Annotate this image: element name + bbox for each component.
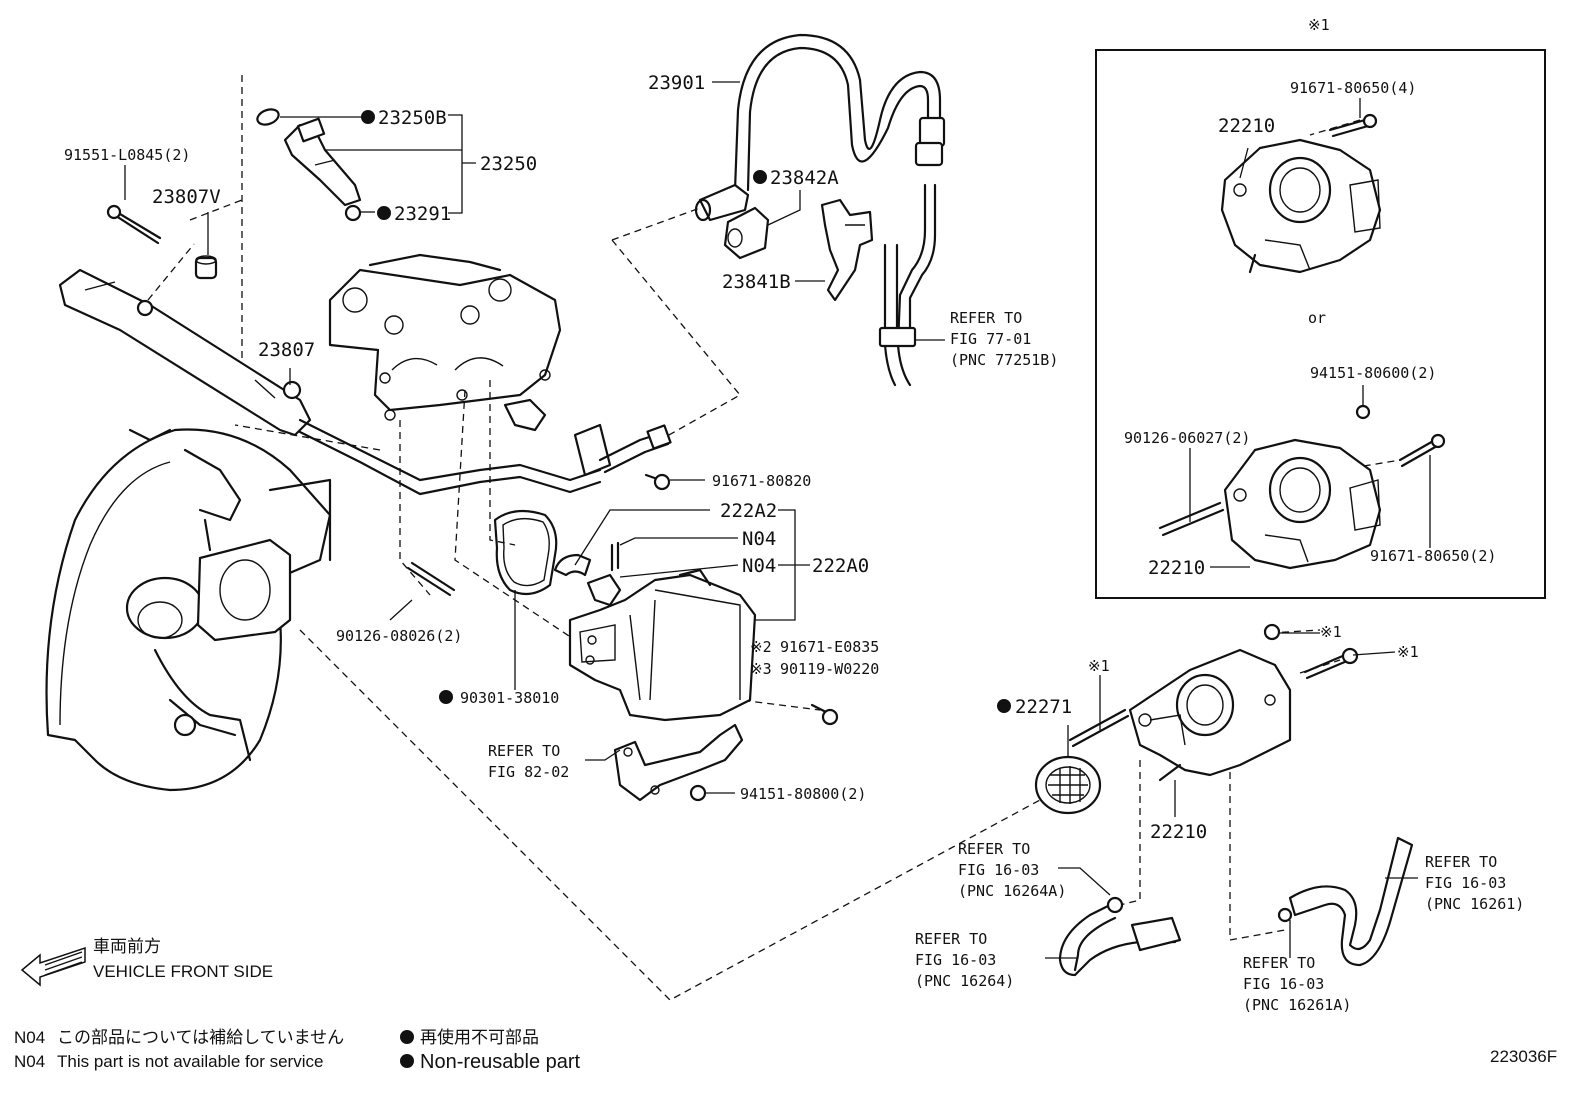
inset-label-22210-b: 22210 [1148,557,1205,579]
direction-jp: 車両前方 [93,937,161,956]
label-91671-E0835: 91671-E0835 [780,638,879,656]
label-22210-main: 22210 [1150,821,1207,843]
refer-16a-l1: REFER TO [958,840,1030,858]
label-222A2: 222A2 [720,500,777,522]
refer-16d-l3: (PNC 16261A) [1243,996,1351,1014]
non-reusable-dot-icon [361,110,375,124]
label-N04-a: N04 [742,528,776,550]
label-90119-W0220: 90119-W0220 [780,660,879,678]
cylinder-head-illustration [328,253,562,432]
legend: N04 この部品については補給していません N04 This part is n… [14,1027,581,1073]
refer-16c-l1: REFER TO [1425,853,1497,871]
refer-16d-l2: FIG 16-03 [1243,975,1324,993]
label-23842A: 23842A [770,167,839,189]
non-reusable-dot-icon [997,699,1011,713]
fuel-injector [256,108,362,222]
bolt-91551 [106,204,162,245]
marker-1-c: ※1 [1397,643,1419,661]
refer-77-l2: FIG 77-01 [950,330,1031,348]
label-23901: 23901 [648,72,705,94]
refer-16b-l1: REFER TO [915,930,987,948]
vacuum-pipes [878,183,937,387]
refer-16c-l3: (PNC 16261) [1425,895,1524,913]
inset-or: or [1308,309,1326,327]
throttle-body-lower [1068,623,1359,782]
part-labels: 23250B 23250 23291 91551-L0845(2) 23807V… [64,16,1419,843]
inset-labels: 91671-80650(4) 22210 or 94151-80600(2) 9… [1124,79,1496,579]
water-hoses-lower [1058,836,1414,977]
legend-n04-jp: この部品については補給していません [57,1028,344,1047]
label-94151-80800: 94151-80800(2) [740,785,866,803]
fuel-rail [58,268,672,496]
bracket-82-02 [613,723,744,802]
marker-2: ※2 [750,638,772,656]
label-23250: 23250 [480,153,537,175]
non-reusable-markers [361,110,1011,1068]
non-reusable-dot-icon [377,206,391,220]
non-reusable-dot-icon [439,690,453,704]
inset-label-22210-a: 22210 [1218,115,1275,137]
bracket-23841B [820,198,874,302]
label-N04-b: N04 [742,555,776,577]
gasket-22271 [1034,755,1102,815]
sensor-222A2 [553,541,622,607]
legend-dot-jp: 再使用不可部品 [420,1027,539,1047]
refer-to-labels: REFER TO FIG 77-01 (PNC 77251B) REFER TO… [488,309,1524,1014]
assembly-dashed-lines [147,75,1401,1001]
refer-16b-l3: (PNC 16264) [915,972,1014,990]
inset-label-91671-80650-4: 91671-80650(4) [1290,79,1416,97]
legend-dot-en: Non-reusable part [420,1051,581,1073]
inset-throttle-body-a [1220,113,1382,274]
refer-82-l1: REFER TO [488,742,560,760]
label-23250B: 23250B [378,107,447,129]
marker-1-b: ※1 [1320,623,1342,641]
label-23841B: 23841B [722,271,791,293]
inset-label-94151-80600: 94151-80600(2) [1310,364,1436,382]
label-222A0: 222A0 [812,555,869,577]
intake-manifold [45,428,332,792]
marker-3: ※3 [750,660,772,678]
vacuum-hose-23901 [694,33,946,222]
refer-77-l1: REFER TO [950,309,1022,327]
inset-label-91671-80650-2: 91671-80650(2) [1370,547,1496,565]
label-23807: 23807 [258,339,315,361]
marker-1-a: ※1 [1088,657,1110,675]
throttle-gasket [493,509,558,596]
label-22271: 22271 [1015,696,1072,718]
spacer-23807V [194,255,218,280]
refer-16a-l2: FIG 16-03 [958,861,1039,879]
refer-16b-l2: FIG 16-03 [915,951,996,969]
direction-en: VEHICLE FRONT SIDE [93,962,273,981]
legend-n04-en: This part is not available for service [57,1052,323,1071]
inset-label-90126-06027: 90126-06027(2) [1124,429,1250,447]
legend-dot-icon [400,1030,414,1044]
legend-n04-code-en: N04 [14,1052,45,1071]
vehicle-front-arrow-icon [20,946,86,987]
inset-throttle-body-b [1158,404,1446,570]
label-90126-08026: 90126-08026(2) [336,627,462,645]
refer-82-l2: FIG 82-02 [488,763,569,781]
non-reusable-dot-icon [753,170,767,184]
legend-dot-icon [400,1054,414,1068]
refer-16c-l2: FIG 16-03 [1425,874,1506,892]
direction-indicator: 車両前方 VEHICLE FRONT SIDE [93,937,273,981]
refer-16a-l3: (PNC 16264A) [958,882,1066,900]
small-fasteners-centre [406,473,839,802]
throttle-body-main-centre [568,568,757,722]
figure-id: 223036F [1490,1047,1557,1066]
refer-77-l3: (PNC 77251B) [950,351,1058,369]
label-23807V: 23807V [152,186,221,208]
refer-16d-l1: REFER TO [1243,954,1315,972]
leader-lines [124,81,1431,959]
label-23291: 23291 [394,203,451,225]
vacuum-switching-valve [723,206,770,260]
alternative-parts-inset [1095,49,1546,599]
label-90301-38010: 90301-38010 [460,689,559,707]
marker-1-header: ※1 [1308,16,1330,34]
label-91551: 91551-L0845(2) [64,146,190,164]
label-91671-80820: 91671-80820 [712,472,811,490]
legend-n04-code-jp: N04 [14,1028,45,1047]
